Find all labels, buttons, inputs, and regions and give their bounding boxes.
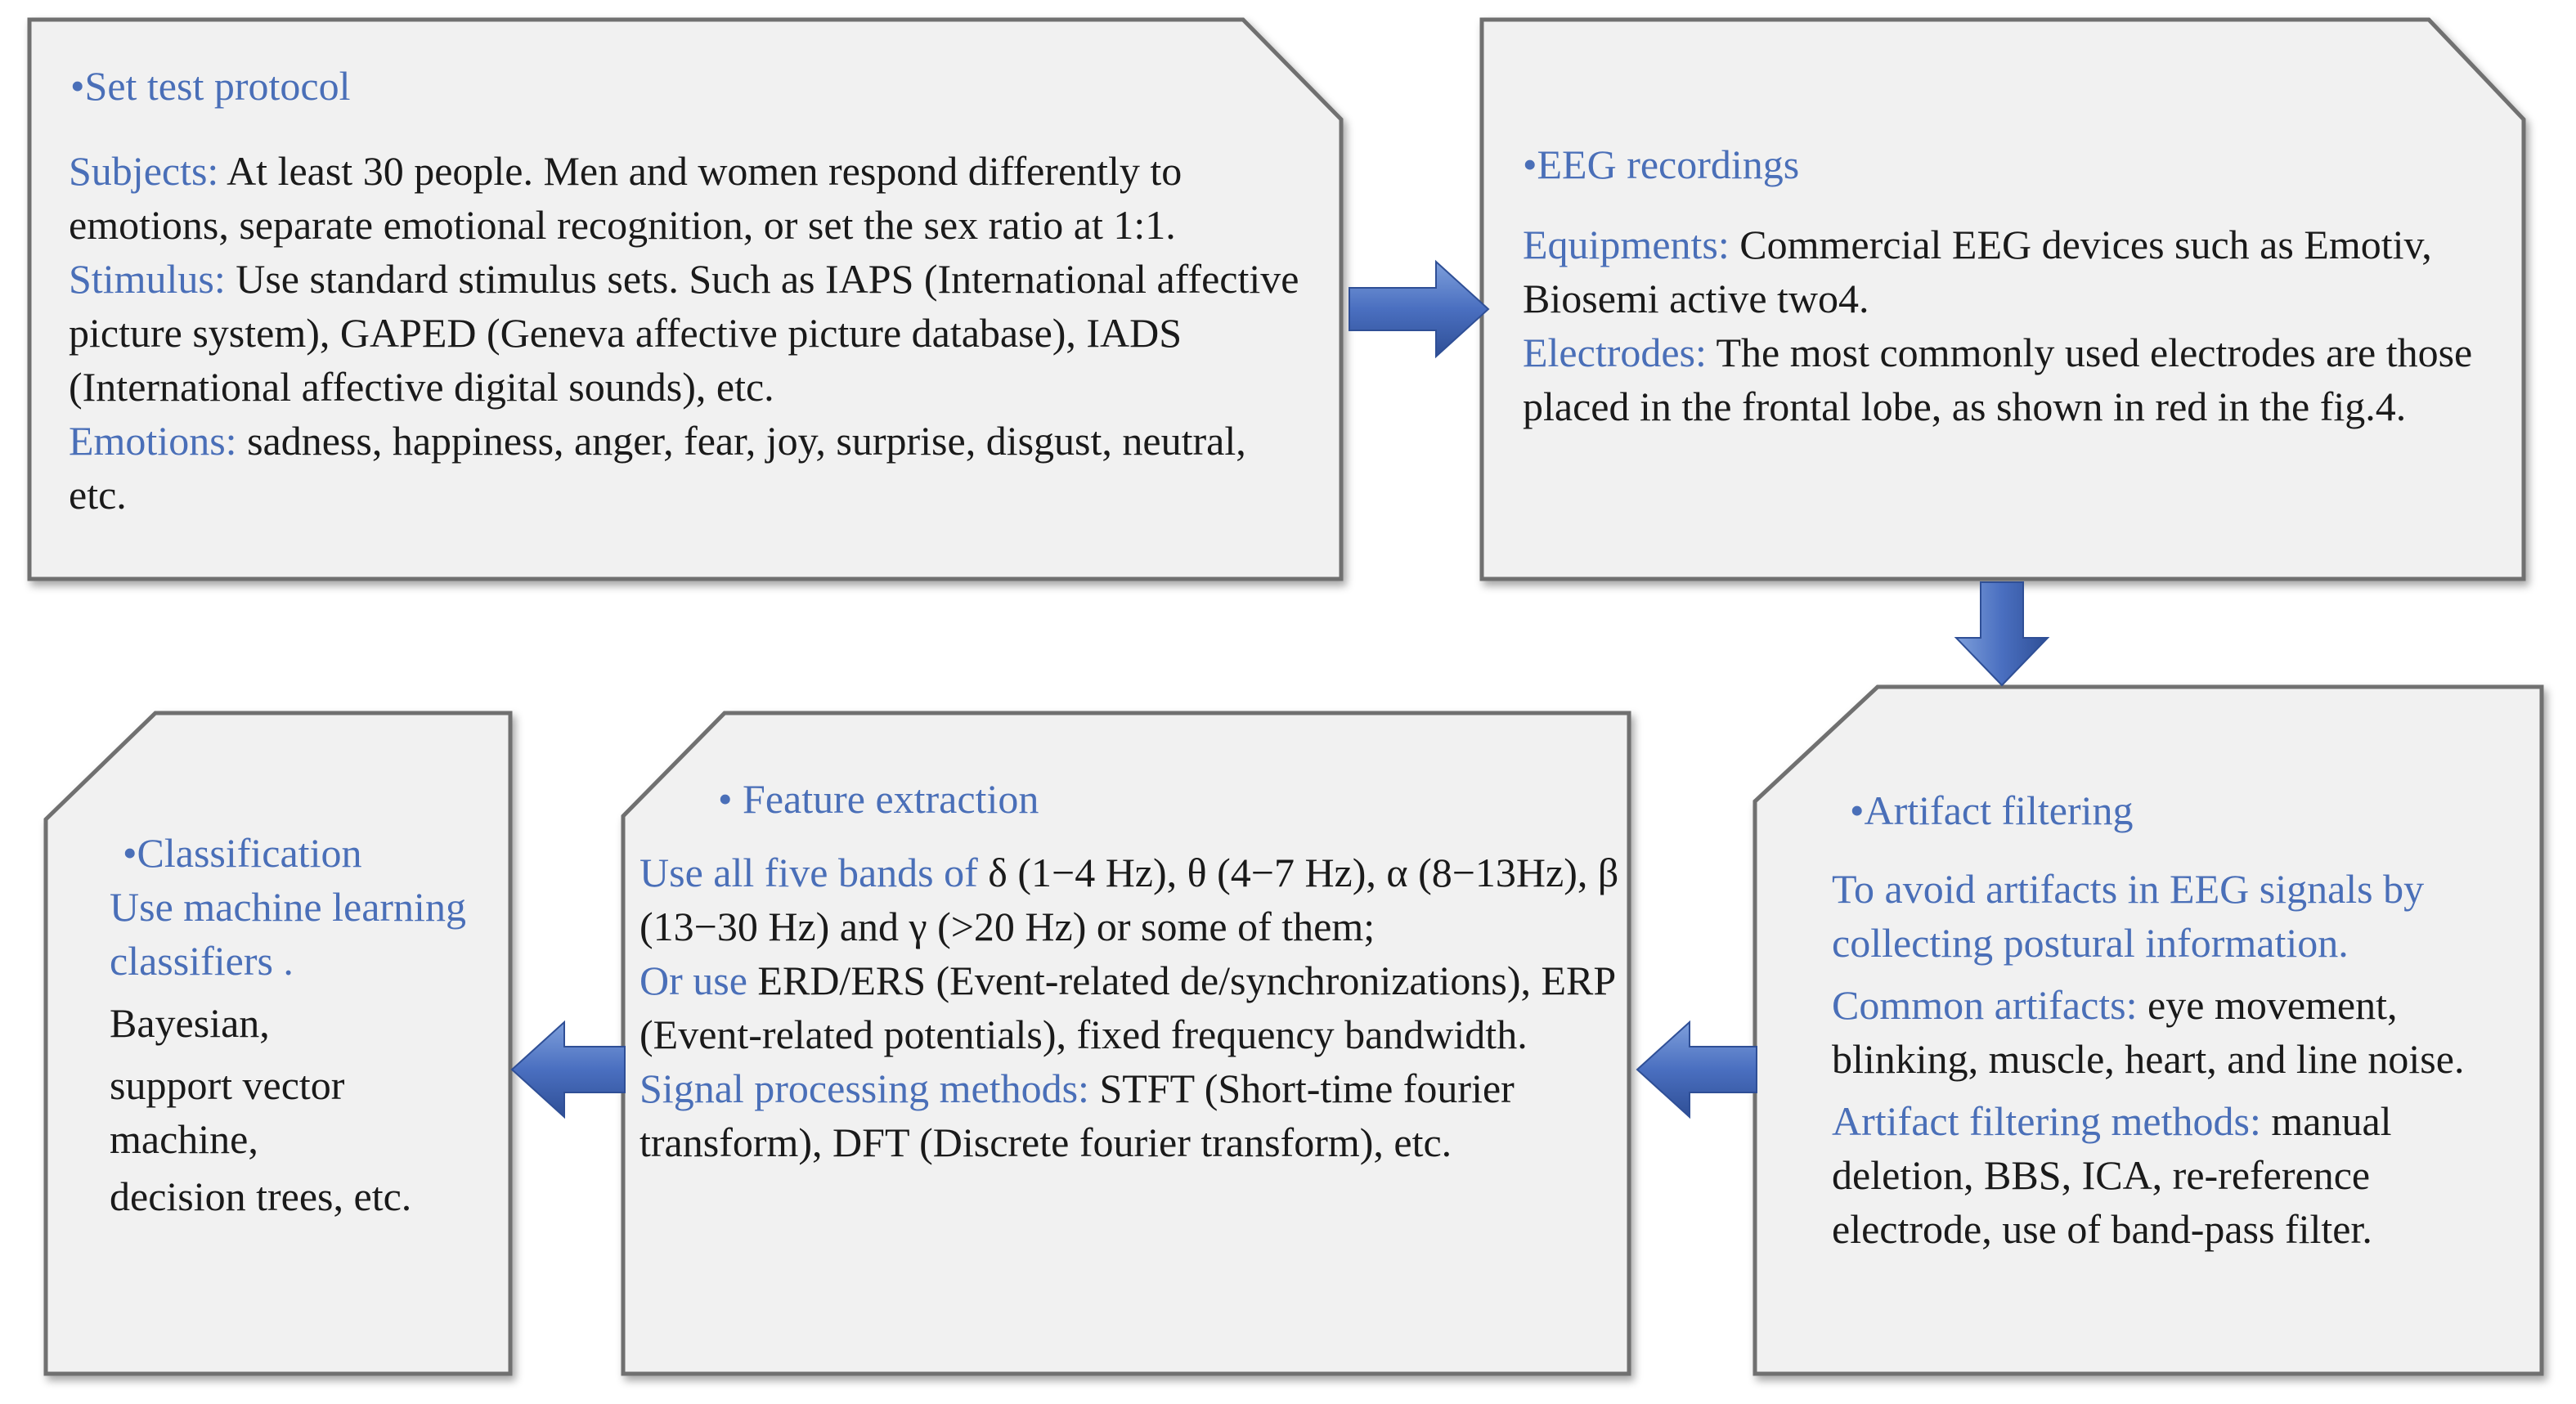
stimulus-label: Stimulus:	[69, 256, 226, 302]
classification-title-text: Classification	[137, 830, 362, 876]
artifact-methods: Artifact filtering methods: manual delet…	[1832, 1094, 2535, 1256]
box-classification	[43, 711, 513, 1376]
bullet-icon: •	[1523, 141, 1537, 187]
arrow-left-icon	[510, 1020, 626, 1119]
classification-content: •Classification Use machine learning cla…	[110, 826, 510, 1223]
signal-methods-label: Signal processing methods:	[640, 1065, 1089, 1111]
signal-methods-text: STFT (Short-time fourier transform), DFT…	[640, 1065, 1515, 1165]
eeg-equipments: Equipments: Commercial EEG devices such …	[1523, 218, 2537, 325]
subjects-label: Subjects:	[69, 148, 219, 194]
artifact-title: •Artifact filtering	[1850, 783, 2535, 837]
protocol-title-text: Set test protocol	[84, 63, 351, 109]
equipments-text: Commercial EEG devices such as Emotiv, B…	[1523, 222, 2432, 321]
subjects-text: At least 30 people. Men and women respon…	[69, 148, 1183, 248]
bullet-icon: •	[123, 830, 137, 876]
arrow-down-icon	[1954, 581, 2050, 687]
box-set-test-protocol	[27, 17, 1344, 581]
eeg-electrodes: Electrodes: The most commonly used elect…	[1523, 325, 2537, 433]
eeg-content: •EEG recordings Equipments: Commercial E…	[1523, 137, 2537, 433]
protocol-title: •Set test protocol	[70, 59, 1312, 113]
protocol-emotions: Emotions: sadness, happiness, anger, fea…	[69, 414, 1312, 522]
classifier-decision-trees: decision trees, etc.	[110, 1173, 412, 1219]
electrodes-label: Electrodes:	[1523, 330, 1707, 375]
classification-title: •Classification	[123, 826, 510, 880]
stimulus-text: Use standard stimulus sets. Such as IAPS…	[69, 256, 1299, 410]
protocol-content: •Set test protocol Subjects: At least 30…	[69, 59, 1312, 522]
feature-title: • Feature extraction	[718, 772, 1629, 826]
bands-text: δ (1−4 Hz), θ (4−7 Hz), α (8−13Hz), β (1…	[640, 850, 1619, 949]
feature-or-use: Or use ERD/ERS (Event-related de/synchro…	[640, 953, 1629, 1061]
classification-intro: Use machine learning classifiers .	[110, 884, 466, 984]
protocol-stimulus: Stimulus: Use standard stimulus sets. Su…	[69, 252, 1312, 414]
eeg-title-text: EEG recordings	[1537, 141, 1800, 187]
box-eeg-recordings	[1479, 17, 2526, 581]
or-use-text: ERD/ERS (Event-related de/synchronizatio…	[640, 958, 1615, 1057]
box-feature-extraction	[621, 711, 1631, 1376]
artifact-content: •Artifact filtering To avoid artifacts i…	[1832, 783, 2535, 1256]
arrow-left-icon	[1636, 1020, 1757, 1119]
feature-signal: Signal processing methods: STFT (Short-t…	[640, 1061, 1629, 1169]
classifier-svm: support vector machine,	[110, 1062, 345, 1162]
feature-bands: Use all five bands of δ (1−4 Hz), θ (4−7…	[640, 846, 1629, 953]
protocol-subjects: Subjects: At least 30 people. Men and wo…	[69, 144, 1312, 252]
bullet-icon: •	[718, 776, 733, 822]
equipments-label: Equipments:	[1523, 222, 1730, 267]
artifact-title-text: Artifact filtering	[1864, 787, 2134, 833]
feature-title-text: Feature extraction	[743, 776, 1039, 822]
bands-label: Use all five bands of	[640, 850, 978, 895]
artifact-intro: To avoid artifacts in EEG signals by col…	[1832, 866, 2425, 966]
eeg-title: •EEG recordings	[1523, 137, 2537, 191]
box-artifact-filtering	[1752, 684, 2544, 1376]
artifact-methods-text: manual deletion, BBS, ICA, re-reference …	[1832, 1098, 2392, 1252]
emotions-text: sadness, happiness, anger, fear, joy, su…	[69, 418, 1246, 518]
artifact-common: Common artifacts: eye movement, blinking…	[1832, 978, 2535, 1086]
artifact-methods-label: Artifact filtering methods:	[1832, 1098, 2261, 1144]
bullet-icon: •	[1850, 787, 1865, 833]
common-artifacts-label: Common artifacts:	[1832, 982, 2138, 1028]
classifier-bayesian: Bayesian,	[110, 1000, 270, 1046]
or-use-label: Or use	[640, 958, 747, 1003]
feature-content: • Feature extraction Use all five bands …	[640, 772, 1629, 1169]
arrow-right-icon	[1349, 259, 1490, 359]
emotions-label: Emotions:	[69, 418, 237, 464]
electrodes-text: The most commonly used electrodes are th…	[1523, 330, 2473, 429]
bullet-icon: •	[70, 63, 85, 109]
common-artifacts-text: eye movement, blinking, muscle, heart, a…	[1832, 982, 2465, 1082]
